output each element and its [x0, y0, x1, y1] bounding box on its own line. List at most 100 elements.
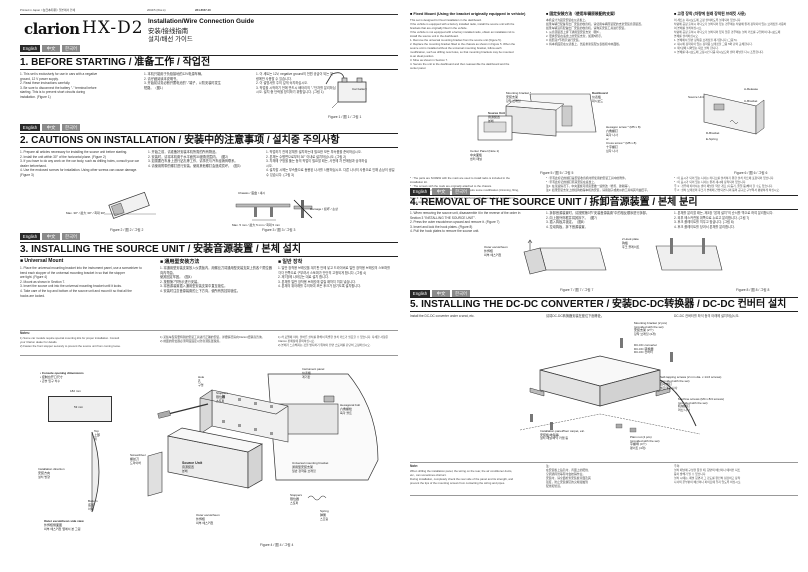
dc-dc-converter-callout: DC-DC converter DC-DC 转换器 DC-DC 컨버터: [634, 343, 658, 355]
fixed-en-line: modification, such as drilling new holes…: [410, 50, 514, 54]
lang-tag-kr: 한국어: [62, 124, 80, 131]
fixed-note-line: * : 이 표시가 되어 있는 나사는 라디오를 설치하기 위한 설치 키트에 …: [674, 176, 775, 180]
car-battery-label: Car battery: [352, 87, 367, 91]
stoppers-label-2-kr: 스토퍼: [290, 501, 299, 505]
dcdc-label: 安装板/地毯等: [540, 432, 559, 437]
s3-en-line: bend each stopper of the universal mount…: [20, 270, 125, 275]
notes-title: Notes:: [20, 331, 30, 335]
s4-kr-line: 4. 후크 플레이트를 당겨서 본체를 분리합니다.: [674, 224, 735, 229]
s4-outer-esc-cn: 外饰框: [484, 249, 494, 253]
s4-en-line: 2. Press the outer escutcheon upward and…: [410, 220, 500, 225]
screwdriver-label: Screwdriver: [130, 453, 146, 457]
dcdc-label: 机械螺钉: [678, 404, 691, 409]
fixed-mount-notes-cn: * : 带有此标记的螺钉是安装收音机时所使用的安装工具中的附件。 * : 带有此…: [546, 176, 668, 192]
s1-en-line: ground, 12 V power supply.: [20, 76, 59, 81]
s5-intro-kr: DC-DC 컨버터를 좌석 등의 아래에 설치하십시오.: [674, 314, 740, 318]
dcdc-label: 셀프태핑 나사: [660, 385, 678, 390]
instrument-panel-cn: 仪表板: [302, 371, 312, 375]
s5-note-line: During installation, completely check th…: [410, 476, 514, 481]
s3-cn-line: 1. 将通用型安装支架放入仪表板内，用螺丝刀将通用型安装支架上的各个限位器向内弯…: [160, 266, 272, 275]
figure-8-caption: Figure 8 / 图 8 / 그림 8: [736, 288, 770, 292]
s4-kr-line: 2. 외부 에스커천을 위쪽으로 누르고 분리합니다. (그림 7): [674, 215, 750, 220]
figure-2-angle: [104, 191, 156, 219]
fixed-note-line: * : 带有此标记的螺钉是安装收音机时所使用的安装工具中的附件。: [546, 176, 628, 180]
s1-kr-line: 3. 작업을 시작하기 전에 반드시 배터리의 "-"단자를 분리하십: [256, 85, 336, 90]
s5-note-line: 설치 패널에 구멍을 뚫을 때, 뒷면의 배선이나 에어컨 덕트: [674, 468, 741, 472]
dcdc-label: (provided with the set): [630, 438, 660, 443]
figure-6-bracket-detail: [703, 93, 765, 135]
s5-note-kr: 주의: 설치 패널에 구멍을 뚫을 때, 뒷면의 배선이나 에어컨 덕트 등이 …: [674, 464, 798, 484]
doc-code: 284-8667-00: [195, 8, 211, 12]
figure-1-caption: Figure 1 / 图 1 / 그림 1: [328, 115, 362, 119]
source-unit-cn: 音源装置: [182, 465, 195, 469]
screwdriver-kr: 드라이버: [130, 461, 142, 465]
s2-en-line: 3. If you have to do any work on the car…: [20, 159, 140, 164]
dcdc-label: 평너트 (4개): [630, 445, 646, 450]
lang-tag-kr: 한국어: [62, 233, 80, 240]
spring-label: Spring: [320, 509, 329, 513]
fixed-note-line: * : The parts are SCREW with the mark ar…: [410, 176, 510, 180]
section-3-heading: 3. INSTALLING THE SOURCE UNIT / 安装音源装置 /…: [20, 242, 398, 257]
note-line: 2) 前面的限位器必须牢固固定以防音源装置脱落。: [160, 339, 222, 343]
s3-en-line: are tight. (Figure 4): [20, 275, 48, 280]
dashboard-cn: 仪表板: [592, 95, 602, 99]
fixed-note-line: * : The screws with the mark are origina…: [410, 184, 492, 188]
outer-escutcheon-label: Outer escutcheon: [196, 513, 220, 517]
lang-tag-cn: 中文: [432, 188, 450, 195]
s2-cn-line: 1. 开始之前，请准备好安装本机所需的所有物品。: [148, 150, 219, 154]
s3-kr-line: 3. 본체를 일반 장착용 브래킷에 걸릴 때까지 끼워 넣습니다.: [278, 279, 357, 284]
figure-1-battery: [325, 72, 367, 109]
lang-tag-en: English: [20, 45, 40, 52]
dcdc-label: Mounting bracket (2 pcs): [634, 321, 668, 325]
s5-intro-en: Install the DC-DC converter under a seat…: [410, 314, 475, 318]
s1-cn-text: 1. 本机只能用于负极接地的12V电源车辆。 2. 请仔细阅读本说明书。 3. …: [144, 72, 254, 90]
figure-7-caption: Figure 7 / 图 7 / 그림 7: [560, 288, 594, 292]
s4-outer-esc-label: Outer escutcheon: [484, 245, 508, 249]
s1-en-line: 3. Be sure to disconnect the battery "-"…: [20, 85, 97, 90]
screwdriver-cn: 螺丝刀: [130, 457, 140, 461]
header-rule: [20, 14, 398, 15]
stoppers-label-cn: 限位器: [216, 395, 226, 399]
s4-cn-text: 1. 拆卸音源装置时，请按照第3节"安装音源装置"中的相反顺序进行拆卸。 2. …: [546, 211, 670, 229]
source-unit-kr: 본체: [182, 469, 188, 473]
s5-note-box: [410, 462, 798, 496]
s5-note-line: 나사의 끝부분이 배선이나 파이프에 닿지 않도록 하십시오.: [674, 480, 742, 484]
note-line: 1) Some car models require special mount…: [20, 335, 120, 340]
section-4-heading: 4. REMOVAL OF THE SOURCE UNIT / 拆卸音源装置 /…: [410, 195, 798, 210]
guide-title-en: Installation/Wire Connection Guide: [148, 18, 255, 25]
note-line: Clarion 판매점에 문의하십시오.: [278, 339, 315, 343]
s5-note-line: 주의:: [674, 464, 680, 468]
guide-title-kr: 설치/배선 가이드: [148, 36, 193, 43]
s3-cn-line: 使其固定牢固。（图4）: [160, 275, 194, 280]
s3-kr-line: 4. 본체의 위아래를 주의하여 모든 후크가 잠기도록 설치합니다.: [278, 284, 362, 289]
dcdc-label: DC-DC converter: [634, 343, 658, 347]
universal-bracket-cn: 通用型安装支架: [292, 465, 314, 469]
s5-note-line: 强度，防止安装螺钉的尖端接触到: [546, 480, 588, 484]
dcdc-label: 平螺母 (4个): [630, 442, 647, 447]
fixed-note-line: 주 1 : 경우에 따라서는 센터 패널을 약간 개조 (다듬기, 줄질 등)해…: [674, 184, 773, 188]
hex-screw-label: Hexagon screw * (M5 x 8): [606, 125, 641, 129]
s3-sub-cn: ■ 通用型安装方法: [160, 259, 200, 265]
cross-screw-kr: 십자 나사: [606, 149, 618, 153]
fixed-cn-line: 如果车辆没有配备出厂安装的收音机，请购买安装工具进行安装。: [546, 26, 628, 30]
lang-tag-en: English: [20, 124, 40, 131]
s4-kr-line: 1. 본체를 분리할 때는, 제3장 "본체 설치"의 순서를 역으로 하여 분…: [674, 211, 774, 215]
escutcheon-side-view: [91, 431, 100, 513]
hex-bolt-kr: 육각 볼트: [340, 411, 352, 415]
top-label-kr: 위: [94, 437, 97, 441]
s5-note-line: 등이 방해가 될 수 있습니다.: [674, 472, 707, 476]
s1-en-line: starting. This is to prevent short circu…: [20, 90, 85, 95]
outer-side-view-title: Outer escutcheon side view: [44, 519, 84, 523]
s2-en-line: 2. Install the unit within 30° of the ho…: [20, 154, 106, 159]
s5-note-line: 注:: [546, 464, 550, 468]
guide-title-cn: 安装/接线指南: [148, 28, 189, 35]
s2-kr-line: 4. 설치할 시에는 부속품으로 동봉된 나사를 사용하십시오. 다른 나사의 …: [266, 168, 395, 173]
center-panel-kr: 센터 패널: [470, 157, 482, 161]
s2-kr-text: 1. 작업하기 전에 본체를 설치하는데 필요한 모든 부속품을 준비하십시오.…: [266, 150, 398, 178]
figure-8-hook-plates: [655, 238, 723, 271]
lang-tag-cn: 中文: [42, 124, 60, 131]
dcdc-label: Self-tapping screws (2 mm dia. x 14.6 sc…: [660, 375, 722, 379]
s1-cn-line: 1. 本机只能用于负极接地的12V电源车辆。: [144, 72, 205, 76]
top-label: Top: [94, 429, 99, 433]
figure-2-caption: Figure 2 / 图 2 / 그림 2: [110, 228, 144, 232]
